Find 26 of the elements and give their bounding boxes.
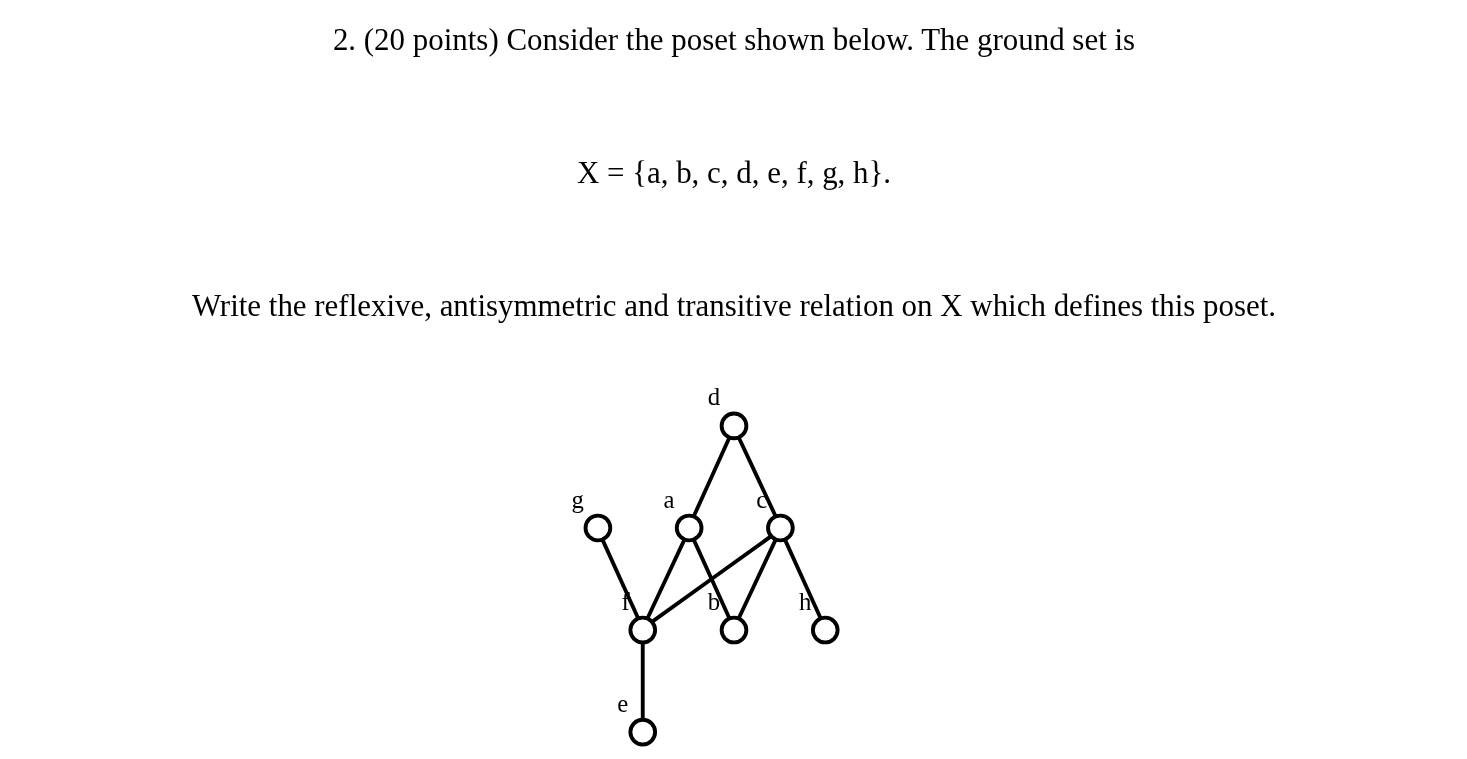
node-label: h xyxy=(798,587,811,615)
label: X = {a, b, c, d, e, f, g, h}. xyxy=(576,155,891,191)
connector xyxy=(651,534,772,623)
node-circle xyxy=(765,513,795,543)
connector xyxy=(736,539,777,620)
connector xyxy=(782,539,822,620)
node-label: a xyxy=(663,485,675,513)
node-label: d xyxy=(707,383,720,411)
connector xyxy=(600,539,640,620)
node-circle xyxy=(719,615,748,645)
connector xyxy=(691,437,731,517)
node-circle xyxy=(810,615,840,645)
node-circle xyxy=(674,513,703,543)
node-circle xyxy=(627,615,657,645)
node-label: b xyxy=(707,587,720,615)
node-circle xyxy=(583,513,612,543)
node-label: e xyxy=(616,689,628,717)
label: Write the reflexive, antisymmetric and transitive relation on X which defines this poset. xyxy=(191,288,1276,324)
connector xyxy=(736,437,777,518)
connector xyxy=(645,539,686,620)
connector xyxy=(691,539,731,620)
node-circle xyxy=(719,411,748,441)
connector xyxy=(640,642,645,720)
label: 2. (20 points) Consider the poset shown below. The ground set is xyxy=(332,22,1135,58)
node-label: g xyxy=(571,485,584,513)
node-circle xyxy=(627,717,657,747)
